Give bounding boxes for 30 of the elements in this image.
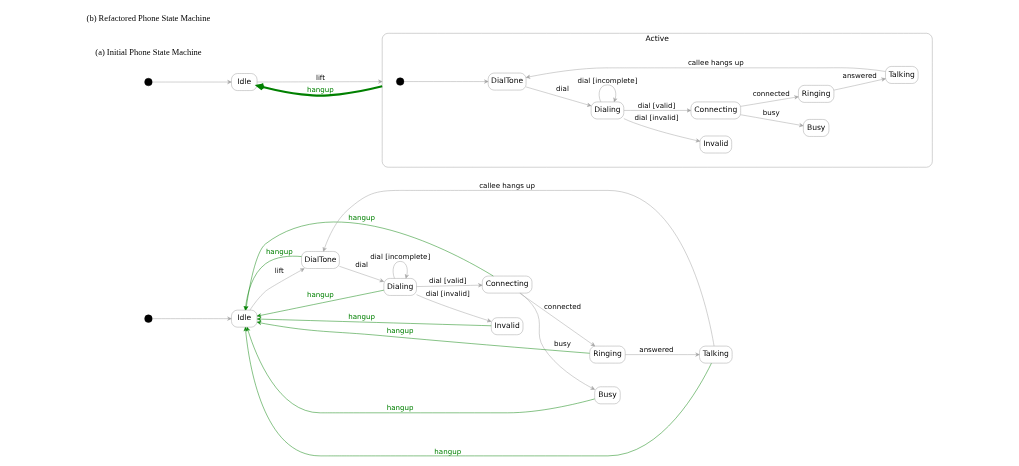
arrow [322,190,715,347]
arrow [833,77,886,91]
arrow [257,321,590,354]
arrow [598,84,618,103]
node-circle [144,78,153,87]
arrow [243,327,712,457]
arrow [525,86,592,107]
arrow [256,79,383,84]
arrow [623,108,691,113]
arrow [403,79,489,84]
arrow [519,292,596,347]
arrow [416,283,483,288]
arrow [249,268,305,311]
arrow [740,95,799,107]
arrow [416,294,492,323]
label: (b) Refactored Phone State Machine [86,12,211,23]
arrow [152,316,232,321]
arrow [740,114,804,127]
arrow [623,118,701,143]
arrow [256,289,385,318]
arrow [625,352,700,357]
node-circle [144,314,153,323]
arrow [392,261,409,279]
arrow [525,67,886,79]
arrow [246,326,595,414]
node-circle [396,77,405,86]
arrow [339,266,384,283]
arrow [520,292,595,390]
arrow [256,317,492,326]
label: (a) Initial Phone State Machine [95,46,202,57]
